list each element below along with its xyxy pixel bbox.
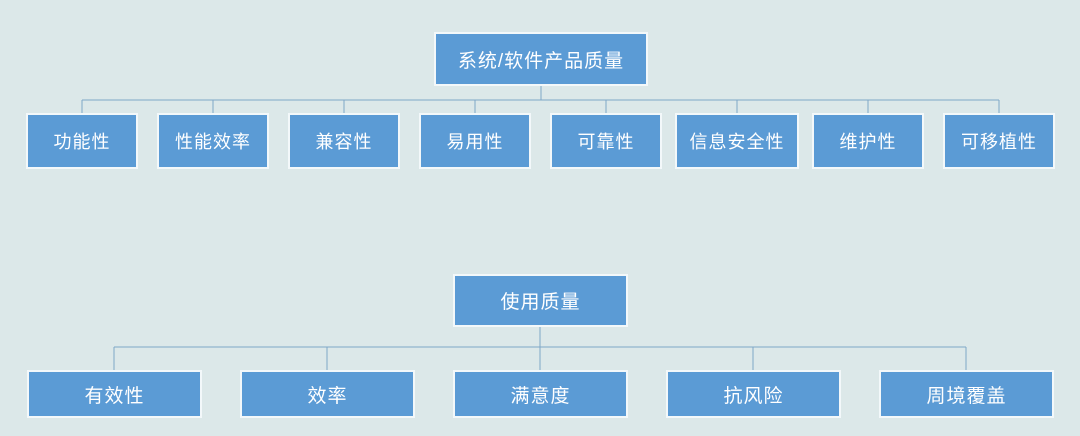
node-usability[interactable]: 易用性 [419, 113, 531, 169]
node-product-quality-root[interactable]: 系统/软件产品质量 [434, 32, 648, 86]
node-efficiency[interactable]: 效率 [240, 370, 415, 418]
node-quality-in-use-root[interactable]: 使用质量 [453, 274, 628, 327]
node-security[interactable]: 信息安全性 [675, 113, 799, 169]
node-functional-suitability[interactable]: 功能性 [26, 113, 138, 169]
node-reliability[interactable]: 可靠性 [550, 113, 662, 169]
node-maintainability[interactable]: 维护性 [812, 113, 924, 169]
node-portability[interactable]: 可移植性 [943, 113, 1055, 169]
node-compatibility[interactable]: 兼容性 [288, 113, 400, 169]
node-performance-efficiency[interactable]: 性能效率 [157, 113, 269, 169]
node-effectiveness[interactable]: 有效性 [27, 370, 202, 418]
node-freedom-from-risk[interactable]: 抗风险 [666, 370, 841, 418]
node-context-coverage[interactable]: 周境覆盖 [879, 370, 1054, 418]
node-satisfaction[interactable]: 满意度 [453, 370, 628, 418]
